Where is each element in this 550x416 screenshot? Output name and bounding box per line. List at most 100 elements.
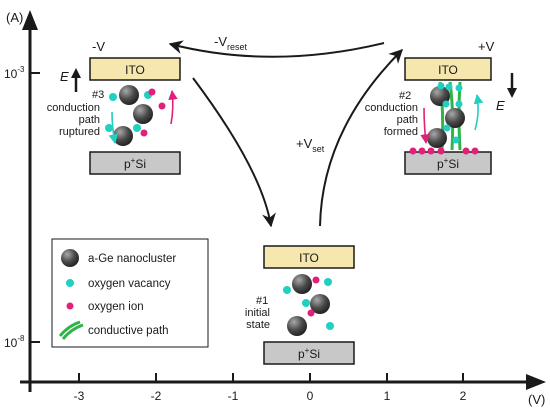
- panel-right-voltage: +V: [478, 39, 495, 54]
- nanocluster: [310, 294, 330, 314]
- nanocluster: [133, 104, 153, 124]
- oxygen-ion: [437, 147, 445, 155]
- si-label: p+Si: [437, 156, 459, 171]
- oxygen-vacancy: [437, 82, 445, 90]
- x-axis-unit: (V): [528, 392, 545, 407]
- x-tick-3: -1: [228, 389, 239, 403]
- si-label: p+Si: [298, 346, 320, 361]
- vacancy-icon: [66, 279, 74, 287]
- legend-box: [51, 238, 209, 348]
- state-line-3: formed: [384, 126, 418, 138]
- vacancy-drift-arrow: [108, 111, 119, 144]
- si-layer: [89, 151, 181, 175]
- oxygen-vacancy: [455, 100, 463, 108]
- oxygen-ion: [471, 147, 479, 155]
- oxygen-ion: [427, 147, 435, 155]
- state-number: #3: [92, 89, 104, 101]
- oxygen-ion: [312, 276, 320, 284]
- y-tick-low: 10-8: [4, 334, 25, 350]
- nanocluster-icon: [61, 249, 79, 267]
- panel-reset-state: -V E ITO p+Si #3 conduction path rupture…: [47, 39, 181, 175]
- panel-left-voltage: -V: [92, 39, 105, 54]
- ion-icon: [66, 302, 74, 310]
- ito-layer: [263, 245, 355, 269]
- y-tick-high: 10-3: [4, 65, 25, 81]
- x-tick-4: 0: [307, 389, 314, 403]
- legend: a-Ge nanocluster oxygen vacancy oxygen i…: [51, 238, 209, 348]
- y-axis-unit: (A): [6, 10, 23, 25]
- reset-label: -Vreset: [214, 34, 248, 52]
- ito-label: ITO: [438, 63, 458, 77]
- set-arrow: [319, 49, 403, 227]
- nanocluster: [113, 126, 133, 146]
- path-icon: [58, 320, 84, 340]
- ito-label: ITO: [125, 63, 145, 77]
- reset-arrow: [168, 40, 385, 58]
- ito-layer: [404, 57, 492, 81]
- ion-drift-arrow: [168, 90, 178, 125]
- oxygen-ion: [158, 102, 166, 110]
- set-label: +Vset: [296, 136, 325, 154]
- oxygen-vacancy: [443, 124, 451, 132]
- state-number: #1: [256, 295, 268, 307]
- state-line-2: state: [246, 319, 270, 331]
- state-number: #2: [399, 90, 411, 102]
- x-axis-arrow-icon: [526, 374, 546, 390]
- state-line-1: conduction: [365, 102, 418, 114]
- x-tick-6: 2: [460, 389, 467, 403]
- oxygen-vacancy: [452, 136, 460, 144]
- oxygen-vacancy: [133, 124, 141, 132]
- nanocluster: [287, 316, 307, 336]
- y-axis-arrow-icon: [22, 10, 38, 30]
- oxygen-ion: [140, 129, 148, 137]
- x-tick-5: 1: [384, 389, 391, 403]
- vacancy-drift-arrow: [473, 94, 484, 131]
- y-axis: [22, 10, 40, 392]
- nanocluster: [292, 274, 312, 294]
- oxygen-ion: [418, 147, 426, 155]
- state-line-2: path: [397, 114, 418, 126]
- oxygen-vacancy: [109, 93, 117, 101]
- oxygen-vacancy: [442, 100, 450, 108]
- ion-drift-arrow: [420, 107, 430, 144]
- x-axis: [20, 373, 546, 390]
- nanocluster: [445, 108, 465, 128]
- x-tick-2: -2: [151, 389, 162, 403]
- nanocluster: [119, 85, 139, 105]
- legend-item-nanocluster: a-Ge nanocluster: [88, 253, 176, 265]
- state-line-1: conduction: [47, 102, 100, 114]
- field-up-arrow-icon: [71, 68, 81, 92]
- ito-layer: [89, 57, 181, 81]
- si-label: p+Si: [124, 156, 146, 171]
- nanocluster: [427, 128, 447, 148]
- return-arrow: [192, 77, 276, 228]
- oxygen-vacancy: [326, 322, 334, 330]
- oxygen-ion: [148, 88, 156, 96]
- oxygen-vacancy: [455, 84, 463, 92]
- oxygen-vacancy: [105, 124, 113, 132]
- state-line-1: initial: [245, 307, 270, 319]
- oxygen-vacancy: [324, 278, 332, 286]
- panel-initial-state: ITO p+Si #1 initial state: [245, 245, 355, 365]
- oxygen-vacancy: [283, 286, 291, 294]
- oxygen-ion: [462, 147, 470, 155]
- oxygen-ion: [307, 309, 315, 317]
- panel-set-state: +V E ITO p+Si #2 conduction path formed: [365, 39, 517, 175]
- x-tick-1: -3: [74, 389, 85, 403]
- state-line-2: path: [79, 114, 100, 126]
- ito-label: ITO: [299, 251, 319, 265]
- panel-right-field-label: E: [496, 98, 505, 113]
- legend-item-path: conductive path: [88, 325, 169, 337]
- legend-item-ion: oxygen ion: [88, 301, 144, 313]
- field-down-arrow-icon: [507, 73, 517, 98]
- si-layer: [404, 151, 492, 175]
- oxygen-vacancy: [445, 83, 453, 91]
- oxygen-vacancy: [302, 299, 310, 307]
- si-layer: [263, 341, 355, 365]
- panel-left-field-label: E: [60, 69, 69, 84]
- state-line-3: ruptured: [59, 126, 100, 138]
- legend-item-vacancy: oxygen vacancy: [88, 278, 171, 290]
- oxygen-ion: [409, 147, 417, 155]
